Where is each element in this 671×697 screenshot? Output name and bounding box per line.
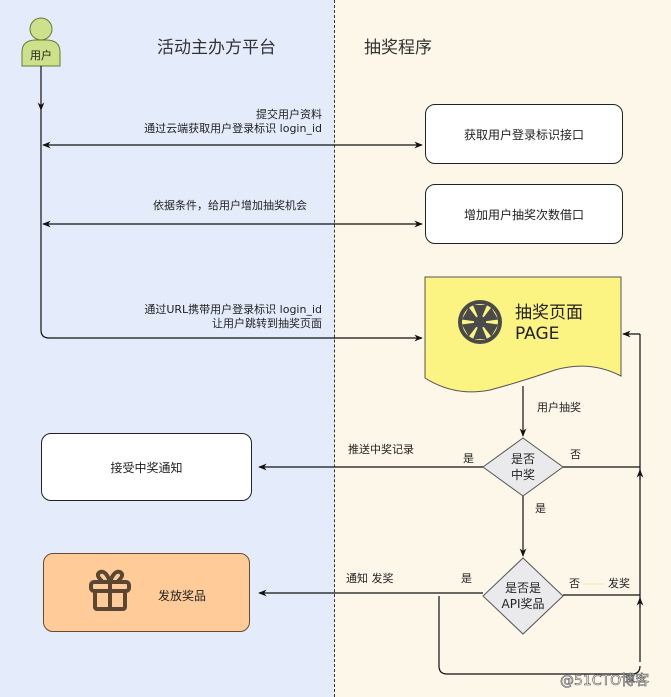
wheel-icon [458, 300, 502, 344]
node-issue-prize-label: 发放奖品 [158, 589, 207, 603]
node-lottery-page[interactable]: 抽奖页面 PAGE [425, 277, 621, 387]
node-add-count-api-label: 增加用户抽奖次数借口 [463, 207, 584, 222]
edge-label-win-yes-down: 是 [535, 502, 546, 515]
actor-user-label: 用户 [30, 49, 52, 62]
node-add-count-api[interactable]: 增加用户抽奖次数借口 [425, 184, 623, 244]
edge-label-win-no: 否 [570, 448, 581, 461]
edge-label-redirect-2: 让用户跳转到抽奖页面 [212, 317, 322, 330]
edge-label-push-record: 推送中奖记录 [348, 443, 414, 456]
decision-is-api-line1: 是否是 [504, 581, 541, 595]
edge-label-api-no: 否 [569, 577, 580, 590]
edge-label-redirect-1: 通过URL携带用户登录标识 login_id [144, 303, 322, 316]
node-receive-notice[interactable]: 接受中奖通知 [41, 433, 252, 501]
decision-is-api-line2: API奖品 [501, 597, 545, 611]
edge-label-api-yes: 是 [461, 572, 472, 585]
decision-is-win-label: 是否 中奖 [498, 451, 548, 483]
node-get-login-api-label: 获取用户登录标识接口 [463, 127, 584, 142]
node-issue-prize[interactable] [43, 553, 250, 632]
decision-is-api-label: 是否是 API奖品 [488, 580, 558, 612]
watermark: @51CTO博客 [560, 673, 650, 690]
decision-is-win-line2: 中奖 [510, 468, 535, 482]
edge-label-add-chance: 依据条件，给用户增加抽奖机会 [153, 199, 307, 212]
lane-title-organizer: 活动主办方平台 [157, 38, 276, 58]
lane-title-lottery: 抽奖程序 [364, 38, 432, 58]
lottery-page-subtitle: PAGE [515, 324, 560, 344]
edge-label-submit-2: 通过云端获取用户登录标识 login_id [144, 122, 322, 135]
edge-label-submit-1: 提交用户资料 [256, 108, 322, 121]
node-get-login-api[interactable]: 获取用户登录标识接口 [425, 104, 623, 164]
lane-divider [334, 0, 335, 697]
user-icon[interactable] [21, 17, 61, 67]
node-receive-notice-label: 接受中奖通知 [110, 460, 183, 475]
decision-is-win-line1: 是否 [510, 452, 535, 466]
edge-label-api-no-award: 发奖 [608, 577, 630, 590]
lottery-page-title: 抽奖页面 [515, 303, 583, 323]
edge-label-win-yes: 是 [463, 452, 474, 465]
decision-is-api [482, 557, 564, 635]
edge-label-user-draw: 用户抽奖 [537, 401, 581, 414]
edge-label-notify-award: 通知 发奖 [346, 572, 394, 585]
